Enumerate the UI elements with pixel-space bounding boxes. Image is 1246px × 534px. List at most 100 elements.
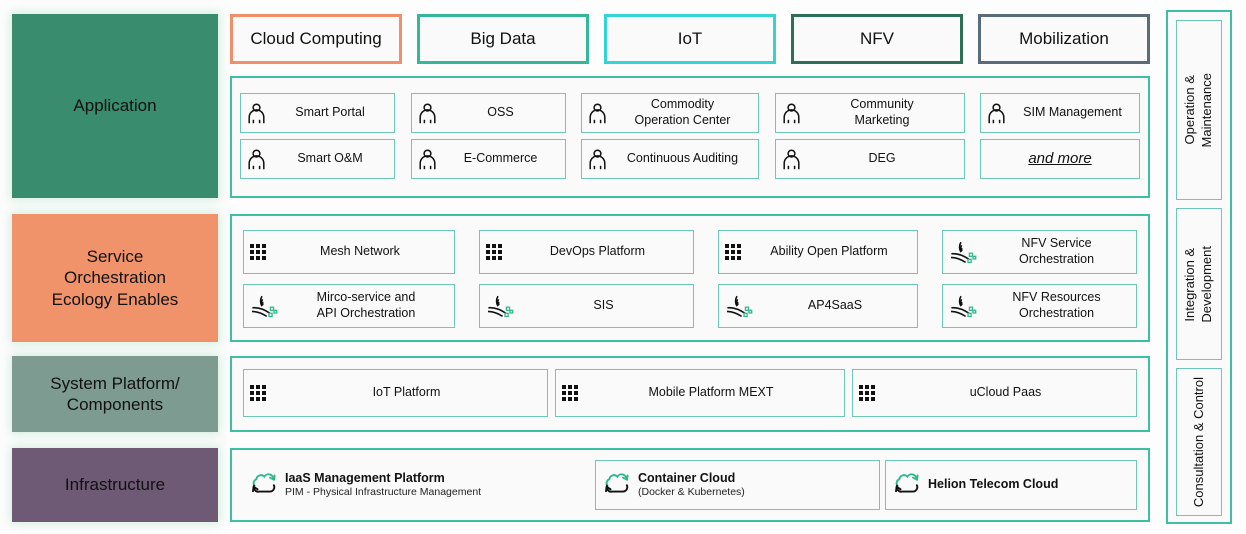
orchestration-icon: [250, 294, 278, 318]
tech-tag-cloud-computing[interactable]: Cloud Computing: [230, 14, 402, 64]
layer-label-text: Application: [73, 96, 157, 116]
item-cell[interactable]: Smart Portal: [240, 93, 395, 133]
item-cell-label: Ability Open Platform: [770, 244, 888, 259]
item-cell-label: Continuous Auditing: [626, 151, 739, 166]
item-cell[interactable]: Mesh Network: [243, 230, 455, 274]
item-cell-label: Container Cloud(Docker & Kubernetes): [638, 470, 745, 499]
item-cell[interactable]: AP4SaaS: [718, 284, 918, 328]
item-cell-label: E-Commerce: [463, 151, 538, 166]
person-icon: [418, 148, 437, 170]
item-cell[interactable]: DevOps Platform: [479, 230, 694, 274]
tech-tag-label: IoT: [677, 29, 703, 48]
item-cell-label: SIM Management: [1023, 105, 1122, 120]
person-icon: [782, 102, 801, 124]
dots-grid-icon: [725, 244, 741, 260]
item-cell-label: uCloud Paas: [969, 385, 1042, 400]
item-cell-label: Mobile Platform MEXT: [648, 385, 774, 400]
item-cell-label: Smart Portal: [295, 105, 365, 120]
item-cell[interactable]: Continuous Auditing: [581, 139, 759, 179]
item-cell[interactable]: Container Cloud(Docker & Kubernetes): [595, 460, 880, 510]
dots-grid-icon: [250, 244, 266, 260]
rail-item-label: Integration &Development: [1182, 245, 1214, 323]
layer-label-application: Application: [12, 14, 218, 198]
dots-grid-icon: [486, 244, 502, 260]
item-cell[interactable]: Ability Open Platform: [718, 230, 918, 274]
item-cell-label: AP4SaaS: [807, 298, 863, 313]
item-cell-label: Mesh Network: [320, 244, 400, 259]
technology-tag-row: Cloud Computing Big Data IoT NFV Mobilizatio…: [230, 14, 1150, 64]
item-cell[interactable]: SIM Management: [980, 93, 1140, 133]
tech-tag-label: NFV: [860, 29, 894, 48]
item-cell[interactable]: SIS: [479, 284, 694, 328]
item-cell-label: OSS: [487, 105, 514, 120]
item-cell-label: DevOps Platform: [549, 244, 646, 259]
rail-item-operation-maintenance[interactable]: Operation &Maintenance: [1176, 20, 1222, 200]
layer-label-text: System Platform/Components: [50, 373, 180, 414]
item-cell-label: DEG: [868, 151, 896, 166]
item-cell[interactable]: Helion Telecom Cloud: [885, 460, 1137, 510]
person-icon: [588, 102, 607, 124]
item-cell[interactable]: uCloud Paas: [852, 369, 1137, 417]
cloud-cycle-icon: [249, 473, 279, 497]
tech-tag-iot[interactable]: IoT: [604, 14, 776, 64]
orchestration-icon: [949, 294, 977, 318]
layer-label-system-platform: System Platform/Components: [12, 356, 218, 432]
item-cell[interactable]: OSS: [410, 93, 566, 133]
layer-label-infrastructure: Infrastructure: [12, 448, 218, 522]
person-icon: [782, 148, 801, 170]
system-cell-grid: IoT Platform Mobile Platform MEXT uCloud P…: [230, 356, 1150, 432]
item-cell-label: SIS: [593, 298, 614, 313]
rail-item-label: Consultation & Control: [1190, 376, 1206, 508]
orchestration-icon: [949, 240, 977, 264]
item-cell[interactable]: IoT Platform: [243, 369, 548, 417]
tech-tag-nfv[interactable]: NFV: [791, 14, 963, 64]
person-icon: [418, 102, 437, 124]
person-icon: [987, 102, 1006, 124]
cloud-cycle-icon: [892, 473, 922, 497]
tech-tag-label: Cloud Computing: [250, 29, 382, 48]
item-cell[interactable]: and more: [980, 139, 1140, 179]
tech-tag-big-data[interactable]: Big Data: [417, 14, 589, 64]
person-icon: [247, 148, 266, 170]
dots-grid-icon: [859, 385, 875, 401]
item-cell[interactable]: E-Commerce: [410, 139, 566, 179]
service-cell-grid: Mesh Network DevOps Platform Ability Open …: [230, 214, 1150, 342]
rail-item-consultation-control[interactable]: Consultation & Control: [1176, 368, 1222, 516]
tech-tag-label: Mobilization: [1019, 29, 1109, 48]
item-cell[interactable]: Mobile Platform MEXT: [555, 369, 845, 417]
item-cell[interactable]: Smart O&M: [240, 139, 395, 179]
dots-grid-icon: [562, 385, 578, 401]
item-cell-label: and more: [1028, 149, 1092, 167]
layer-label-text: Infrastructure: [64, 475, 166, 495]
person-icon: [588, 148, 607, 170]
rail-item-integration-development[interactable]: Integration &Development: [1176, 208, 1222, 360]
tech-tag-mobilization[interactable]: Mobilization: [978, 14, 1150, 64]
person-icon: [247, 102, 266, 124]
cloud-cycle-icon: [602, 473, 632, 497]
orchestration-icon: [486, 294, 514, 318]
item-cell-label: Smart O&M: [297, 151, 363, 166]
rail-item-label: Operation &Maintenance: [1182, 72, 1214, 148]
item-cell[interactable]: DEG: [774, 139, 965, 179]
item-cell-label: IoT Platform: [372, 385, 441, 400]
tech-tag-label: Big Data: [470, 29, 536, 48]
dots-grid-icon: [250, 385, 266, 401]
